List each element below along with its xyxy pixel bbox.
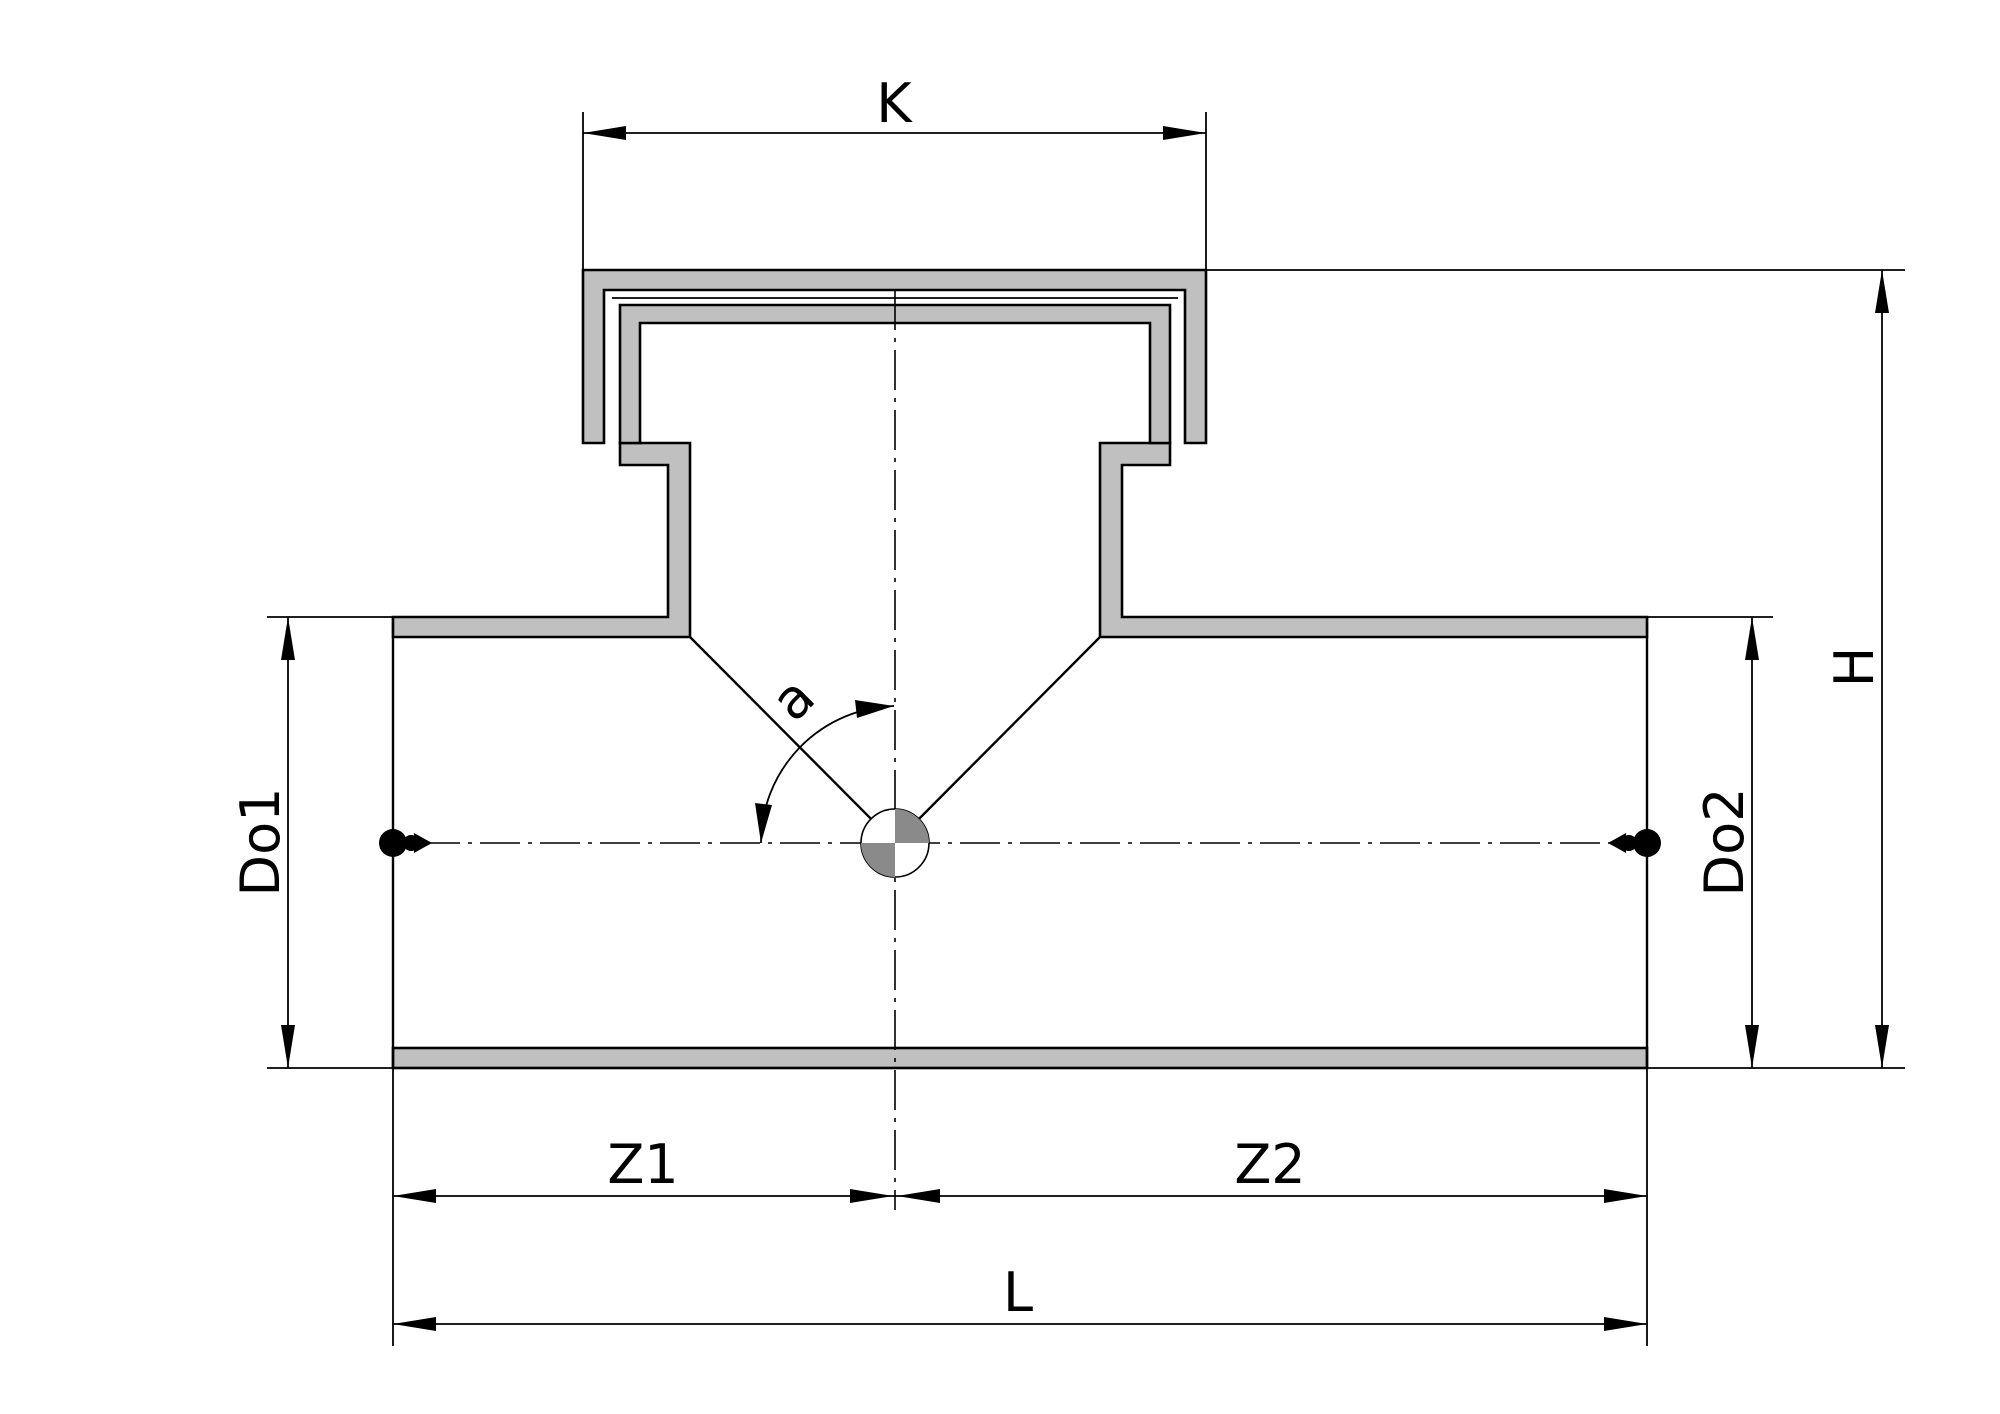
cap-outer-wall — [581, 268, 1208, 445]
dimension-k: K — [582, 72, 1207, 270]
left-end-marker — [379, 829, 432, 857]
branch-right-v-wall — [894, 636, 1101, 844]
dimension-z1-label: Z1 — [607, 1133, 678, 1196]
dimension-do1: Do1 — [229, 616, 393, 1069]
main-top-wall-right — [1098, 441, 1649, 639]
centre-marker — [860, 808, 930, 878]
branch-left-v-wall — [689, 636, 896, 844]
dimension-l-label: L — [1003, 1261, 1033, 1324]
dimension-z1-z2: Z1 Z2 — [392, 1068, 1648, 1346]
dimension-l: L — [393, 1261, 1647, 1331]
dimension-do2-label: Do2 — [1693, 788, 1756, 897]
dimension-do2: Do2 — [1647, 616, 1773, 1068]
cap-inner-wall — [618, 303, 1172, 445]
dimension-h: H — [1206, 269, 1905, 1069]
dimension-h-label: H — [1823, 647, 1886, 688]
right-end-marker — [1608, 829, 1661, 857]
main-top-wall-and-branch — [391, 441, 692, 639]
dimension-do1-label: Do1 — [229, 788, 292, 897]
dimension-k-label: K — [876, 72, 913, 135]
dimension-z2-label: Z2 — [1234, 1133, 1305, 1196]
main-pipe-bottom-wall — [391, 1046, 1649, 1070]
